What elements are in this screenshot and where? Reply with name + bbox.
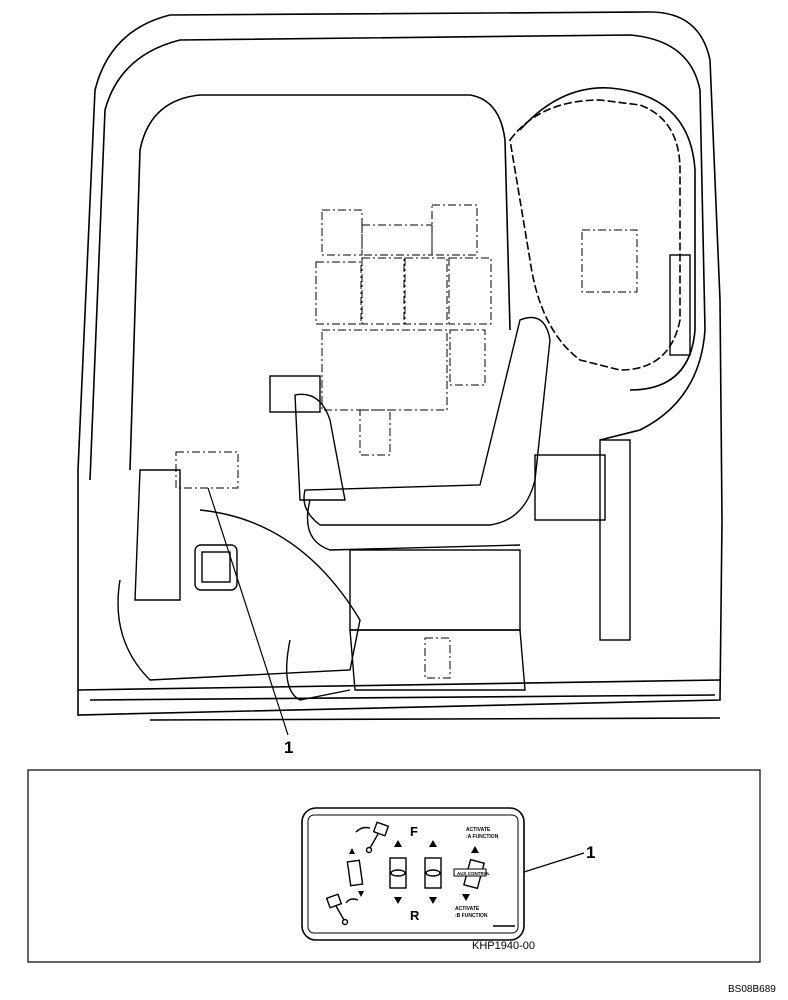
leader-line-detail — [523, 852, 585, 873]
activate-b-label: ACTIVATE — [455, 906, 480, 912]
cab-outline — [77, 11, 723, 721]
activate-a-function: :A FUNCTION — [466, 834, 499, 840]
leader-line-main — [207, 487, 289, 736]
detail-box — [27, 769, 761, 963]
aux-control-decal: F R ACTIVATE :A FUNCTION ACTIVATE :B FUN… — [301, 807, 525, 941]
forward-label: F — [410, 824, 418, 839]
operator-seat — [117, 254, 691, 701]
aux-control-label: AUX CONTROL — [457, 871, 490, 876]
hidden-panels — [175, 204, 638, 679]
activate-a-label: ACTIVATE — [466, 827, 491, 833]
activate-b-function: :B FUNCTION — [455, 913, 488, 919]
callout-1-detail: 1 — [586, 843, 595, 862]
figure-id: BS08B689 — [728, 984, 776, 995]
detail-part-number: KHP1940-00 — [472, 940, 535, 952]
callout-1-main: 1 — [284, 738, 293, 757]
reverse-label: R — [410, 908, 420, 923]
